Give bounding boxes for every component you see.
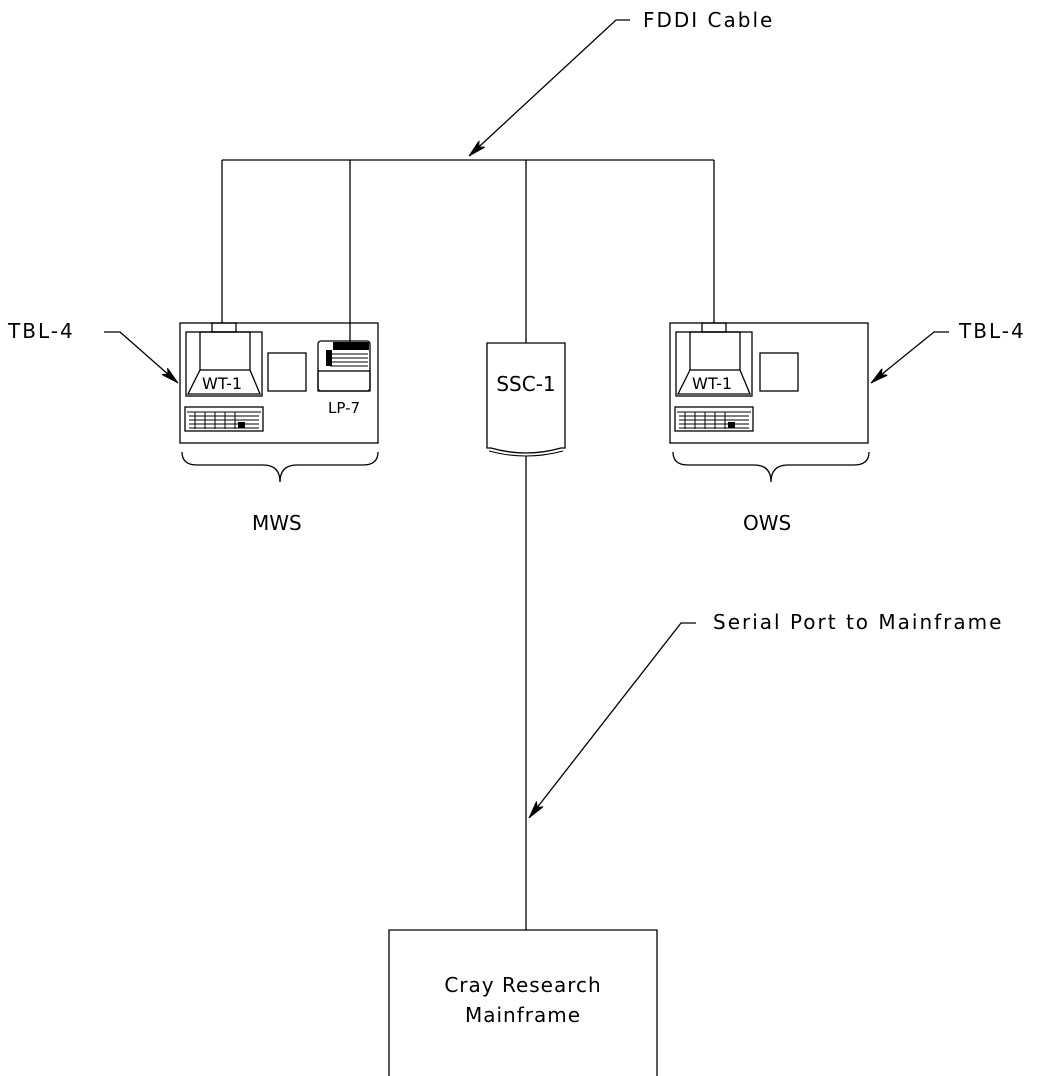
table-left-callout: TBL-4	[7, 319, 179, 384]
fddi-backbone	[221, 159, 715, 343]
terminal-left-icon: WT-1	[185, 322, 263, 397]
ows-table: WT-1	[669, 322, 869, 444]
terminal-left-label: WT-1	[202, 374, 242, 393]
ows-box	[759, 352, 799, 392]
mainframe-label-line2: Mainframe	[465, 1003, 581, 1027]
mainframe-box: Cray Research Mainframe	[388, 929, 658, 1076]
group-right-label: OWS	[743, 511, 791, 535]
terminal-right-label: WT-1	[692, 374, 732, 393]
serial-port-callout: Serial Port to Mainframe	[528, 610, 1003, 819]
group-left-label: MWS	[252, 511, 302, 535]
mws-table: WT-1 LP-7	[179, 322, 379, 444]
table-right-label: TBL-4	[958, 319, 1026, 343]
printer-icon: LP-7	[317, 340, 371, 417]
mws-box	[267, 352, 307, 392]
serial-port-label: Serial Port to Mainframe	[713, 610, 1003, 634]
keyboard-right-icon	[674, 406, 754, 432]
controller-ssc1: SSC-1	[486, 342, 566, 457]
keyboard-left-icon	[184, 406, 264, 432]
fddi-cable-label: FDDI Cable	[643, 8, 774, 32]
mainframe-label-line1: Cray Research	[444, 973, 601, 997]
table-left-label: TBL-4	[7, 319, 75, 343]
mws-brace	[181, 451, 379, 483]
fddi-cable-callout: FDDI Cable	[468, 8, 774, 157]
printer-label: LP-7	[328, 399, 360, 417]
ows-brace	[672, 451, 870, 483]
terminal-right-icon: WT-1	[675, 322, 753, 397]
table-right-callout: TBL-4	[870, 319, 1026, 384]
controller-label: SSC-1	[496, 372, 555, 396]
